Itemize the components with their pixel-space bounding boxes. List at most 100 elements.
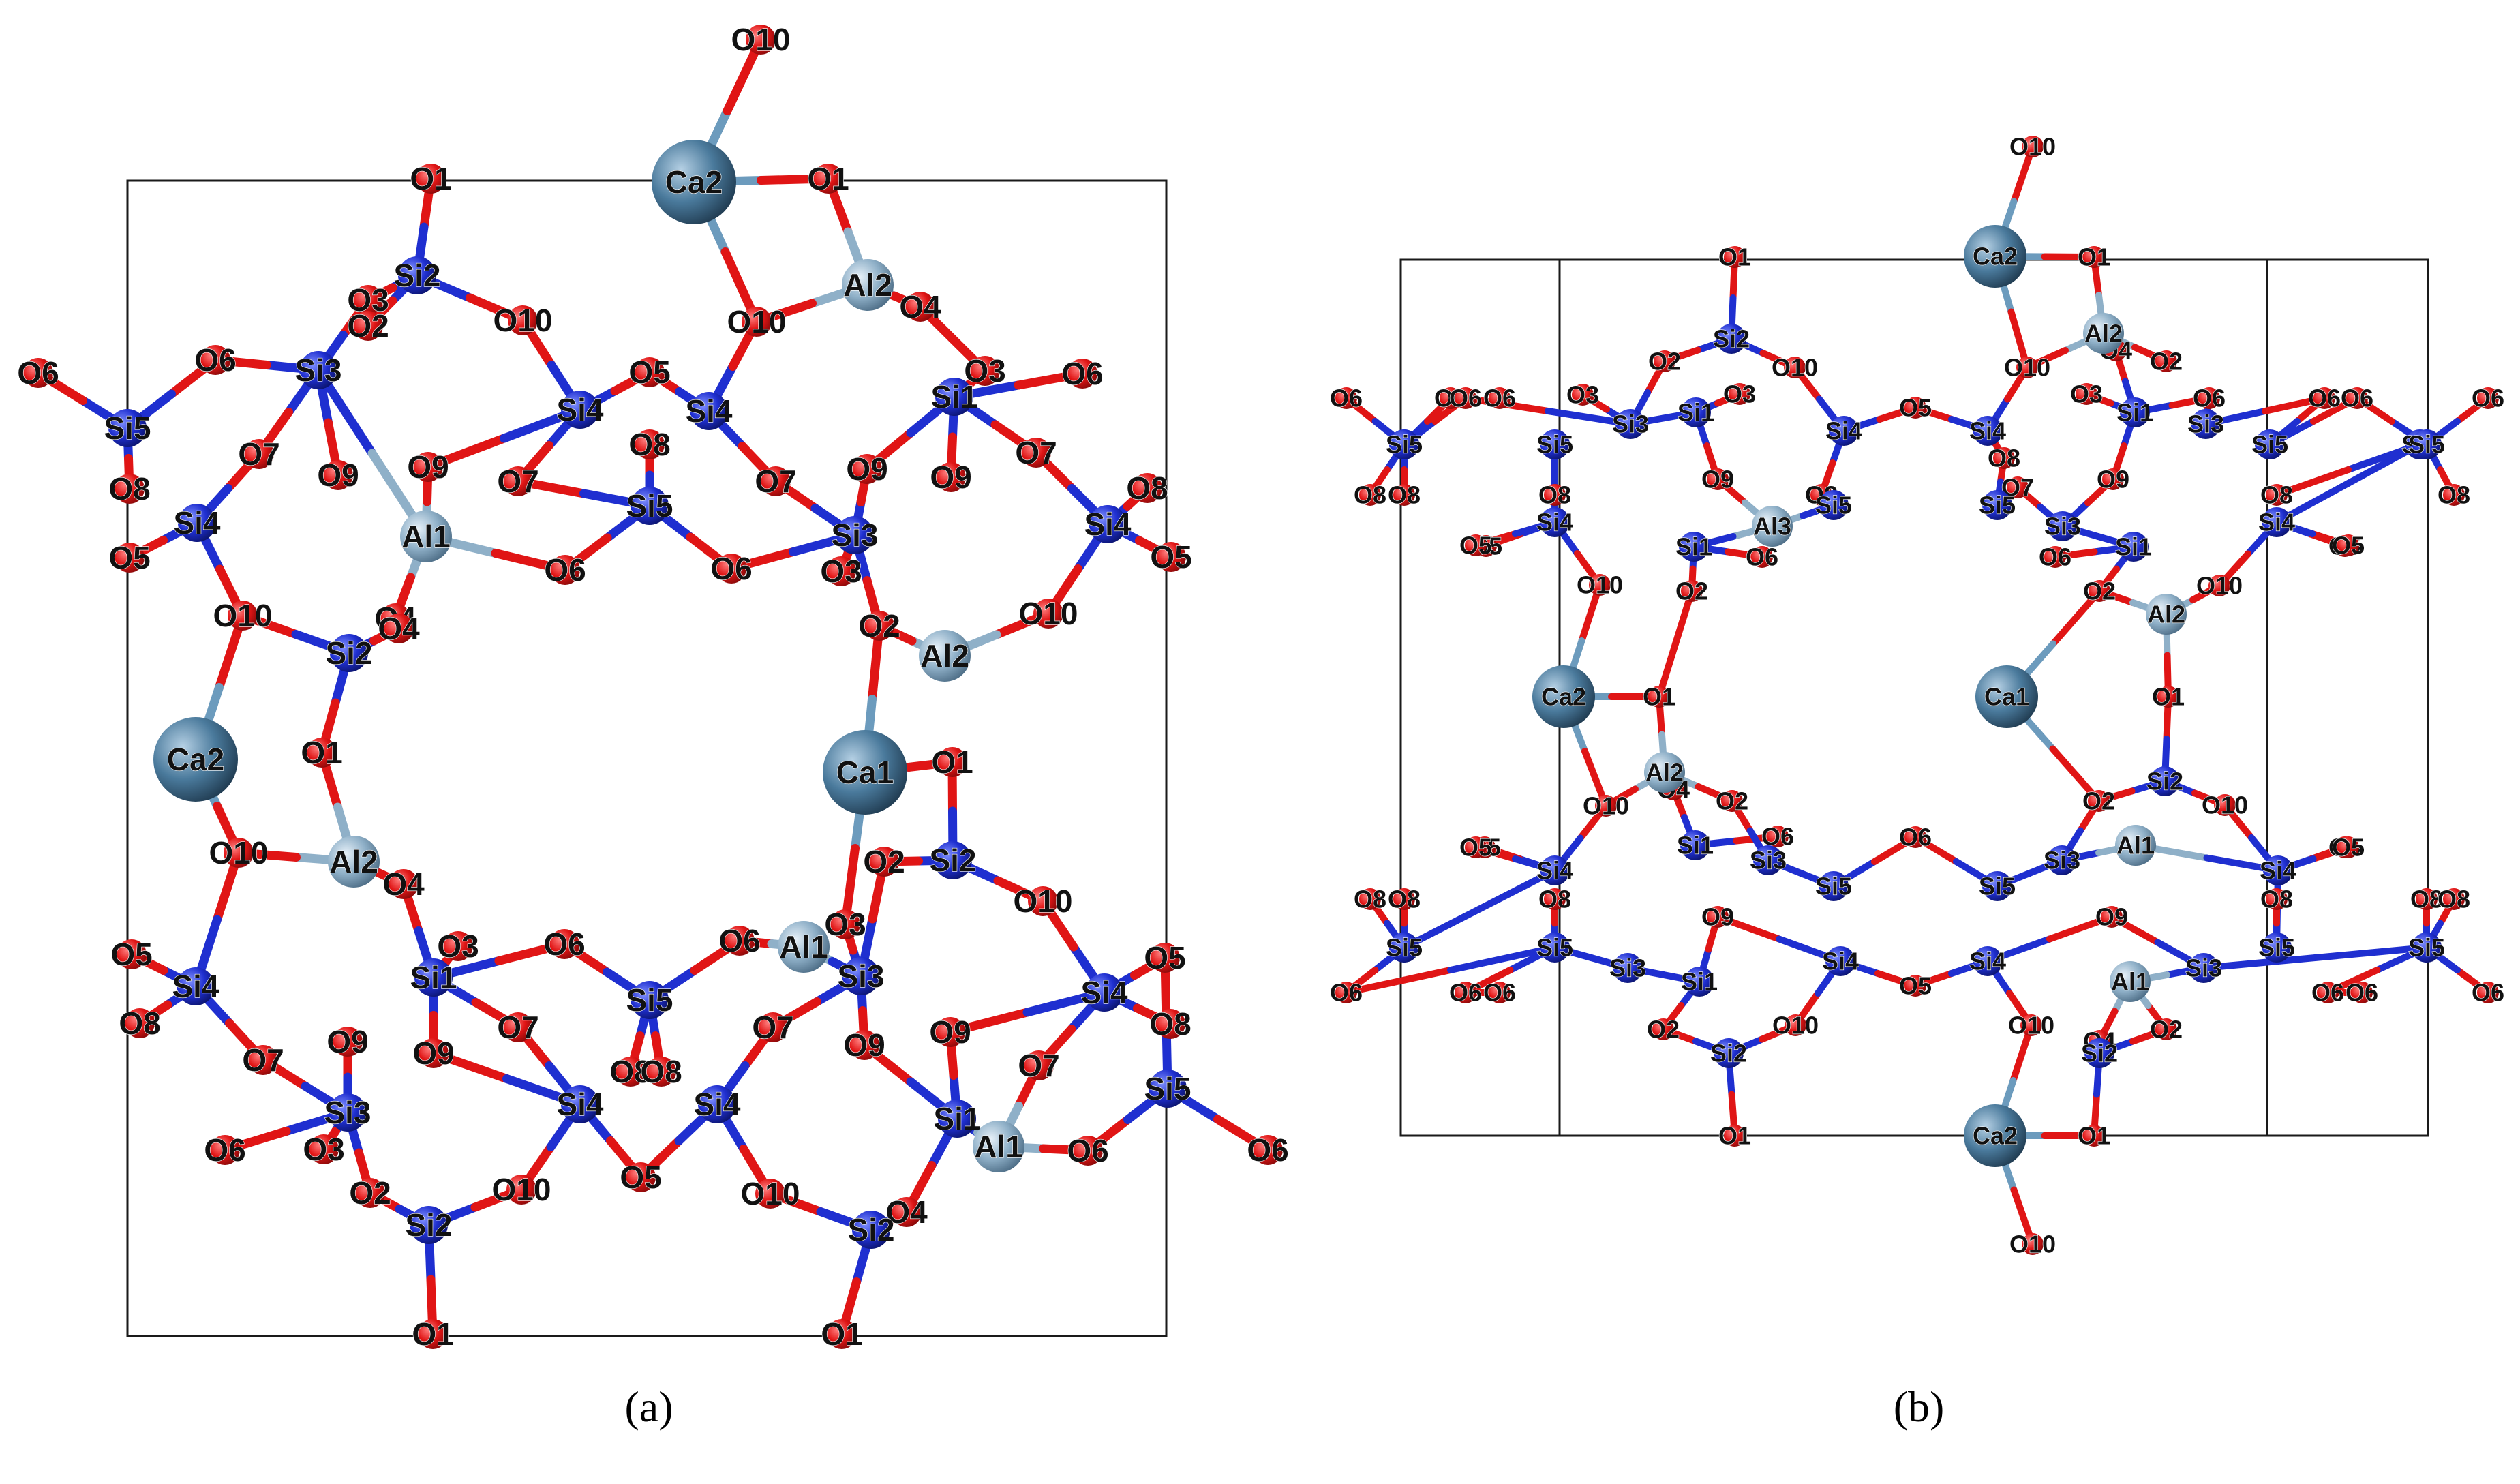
- atom-sphere: [1156, 542, 1186, 572]
- atom-o: O7: [238, 436, 281, 472]
- atom-o: O10: [727, 303, 787, 339]
- atom-si: Si5: [1815, 490, 1853, 520]
- atom-o: O1: [2077, 243, 2110, 271]
- atom-label: O6: [1449, 384, 1482, 412]
- atom-label: O8: [1354, 481, 1386, 509]
- atom-label: O10: [1772, 354, 1818, 382]
- atom-sphere: [1714, 1038, 1744, 1068]
- atom-o: O10: [1018, 595, 1078, 631]
- atom-si: Si1: [2114, 532, 2153, 562]
- atom-label: Si1: [1677, 832, 1714, 860]
- panel-a: O10O1O1O10O4O3O2O10O6O6O8O7O9O5O9O4O5O8O…: [17, 21, 1290, 1431]
- atom-sphere: [2102, 468, 2124, 490]
- atom-sphere: [849, 1030, 879, 1060]
- atom-label: Si5: [1979, 873, 2016, 900]
- atom-si: Si4: [685, 392, 733, 430]
- atom-label: O7: [238, 436, 279, 472]
- atom-al: Al2: [842, 259, 894, 311]
- atom-sphere: [2477, 387, 2499, 409]
- atom-sphere: [1540, 429, 1570, 459]
- atom-sphere: [842, 957, 880, 995]
- atom-label: O8: [1538, 885, 1571, 913]
- atom-o: O6: [204, 1132, 247, 1168]
- atom-label: O10: [2196, 572, 2243, 600]
- atom-sphere: [892, 1197, 922, 1227]
- atom-o: O1: [807, 160, 850, 196]
- atom-o: O8: [1387, 885, 1421, 913]
- atom-label: Si1: [1681, 968, 1718, 996]
- atom-label: O1: [2078, 1122, 2110, 1150]
- atom-label: O8: [1126, 470, 1168, 506]
- atom-o: O5: [620, 1159, 663, 1195]
- atom-label: O10: [1577, 571, 1623, 599]
- atom-label: O10: [213, 598, 273, 633]
- atom-o: O8: [628, 426, 671, 462]
- atom-label: O9: [929, 1014, 971, 1050]
- atom-sphere: [224, 838, 254, 868]
- atom-sphere: [1681, 397, 1711, 427]
- atom-sphere: [1654, 350, 1675, 372]
- atom-o: O6: [1483, 384, 1516, 412]
- atom-label: O10: [2202, 791, 2248, 819]
- bond: [1343, 944, 1558, 996]
- atom-o: O6: [1329, 384, 1363, 412]
- atom-sphere: [1975, 665, 2038, 728]
- atom-label: Al1: [2111, 968, 2149, 996]
- atom-label: Si2: [1713, 325, 1750, 353]
- atom-sphere: [746, 25, 776, 55]
- atom-sphere: [778, 921, 830, 973]
- atom-sphere: [936, 462, 966, 492]
- atom-label: O1: [410, 161, 451, 196]
- atom-o: O5: [1150, 539, 1193, 575]
- atom-sphere: [2412, 933, 2442, 963]
- atom-o: O2: [1648, 347, 1681, 376]
- atom-o: O6: [2192, 384, 2226, 412]
- atom-o: O6: [1898, 823, 1932, 851]
- atom-o: O7: [752, 1009, 795, 1045]
- atom-sphere: [2198, 387, 2220, 409]
- atom-label: O4: [899, 289, 941, 324]
- atom-sphere: [2022, 136, 2044, 157]
- atom-si: Si3: [324, 1093, 371, 1132]
- atom-label: O8: [108, 471, 150, 506]
- atom-sphere: [1680, 830, 1710, 860]
- atom-o: O9: [2095, 903, 2128, 931]
- atom-label: O10: [2009, 1230, 2056, 1258]
- atom-sphere: [1150, 943, 1180, 973]
- atom-o: O3: [824, 906, 867, 942]
- atom-o: O7: [242, 1042, 285, 1078]
- atom-label: O5: [1144, 940, 1185, 975]
- atom-label: O1: [301, 735, 342, 770]
- atom-sphere: [823, 730, 907, 815]
- atom-sphere: [210, 1135, 240, 1165]
- atom-label: O5: [628, 354, 670, 390]
- atom-si: Si5: [104, 409, 151, 447]
- atom-label: Si5: [626, 488, 673, 524]
- atom-o: O8: [2437, 481, 2470, 509]
- atom-si: Si2: [2146, 766, 2184, 796]
- atom-label: O5: [108, 540, 150, 575]
- atom-label: O8: [640, 1054, 682, 1089]
- atom-label: Si4: [1084, 506, 1131, 542]
- atom-sphere: [973, 1121, 1024, 1172]
- atom-sphere: [1155, 1009, 1185, 1039]
- atom-si: Si2: [847, 1211, 895, 1249]
- atom-o: O7: [2001, 473, 2034, 502]
- atom-sphere: [299, 351, 337, 389]
- atom-label: Si4: [2260, 857, 2296, 885]
- atom-label: O8: [1538, 481, 1571, 509]
- atom-label: Si5: [1979, 491, 2016, 519]
- atom-sphere: [2412, 429, 2442, 459]
- atom-label: Al1: [974, 1129, 1023, 1164]
- atom-sphere: [698, 1085, 736, 1123]
- atom-al: Al2: [919, 630, 971, 682]
- atom-o: O6: [194, 342, 237, 378]
- atom-label: O9: [412, 1035, 454, 1071]
- atom-si: Si3: [1749, 845, 1787, 875]
- atom-sphere: [2214, 794, 2236, 816]
- atom-label: O6: [204, 1132, 245, 1168]
- atom-si: Si3: [2043, 845, 2081, 875]
- atom-sphere: [716, 554, 746, 584]
- atom-label: Si4: [1536, 509, 1573, 536]
- atom-o: O10: [1013, 883, 1073, 919]
